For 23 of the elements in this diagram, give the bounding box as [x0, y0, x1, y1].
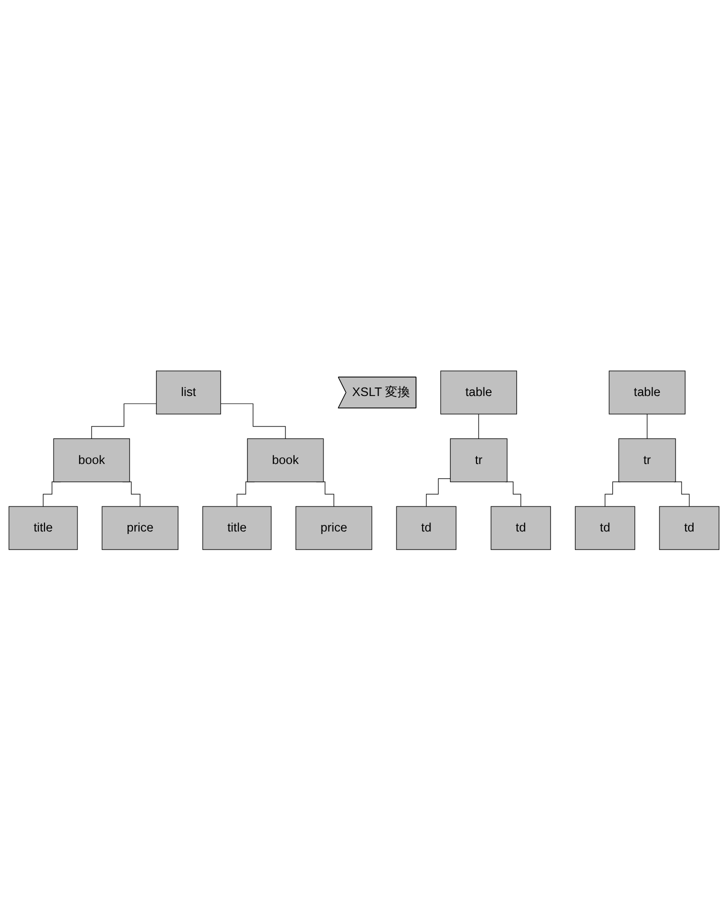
connector — [646, 413, 648, 439]
connector — [674, 481, 690, 507]
node-box: td — [574, 506, 636, 550]
connector — [91, 403, 157, 439]
node-box: td — [659, 506, 720, 550]
node-box: price — [102, 506, 178, 550]
connector — [478, 413, 480, 439]
node-box: list — [156, 370, 221, 414]
node-box: book — [53, 438, 130, 482]
connector — [505, 481, 522, 507]
node-box: tr — [450, 438, 508, 482]
node-box: title — [8, 506, 78, 550]
node-box: tr — [618, 438, 676, 482]
node-box: table — [440, 370, 518, 414]
node-box: title — [202, 506, 272, 550]
node-box: book — [247, 438, 324, 482]
node-box: td — [490, 506, 551, 550]
node-box: td — [396, 506, 456, 550]
node-box: table — [608, 370, 686, 414]
node-box: price — [296, 506, 372, 550]
connector — [426, 478, 451, 507]
connector — [604, 481, 621, 507]
connector — [220, 403, 286, 439]
